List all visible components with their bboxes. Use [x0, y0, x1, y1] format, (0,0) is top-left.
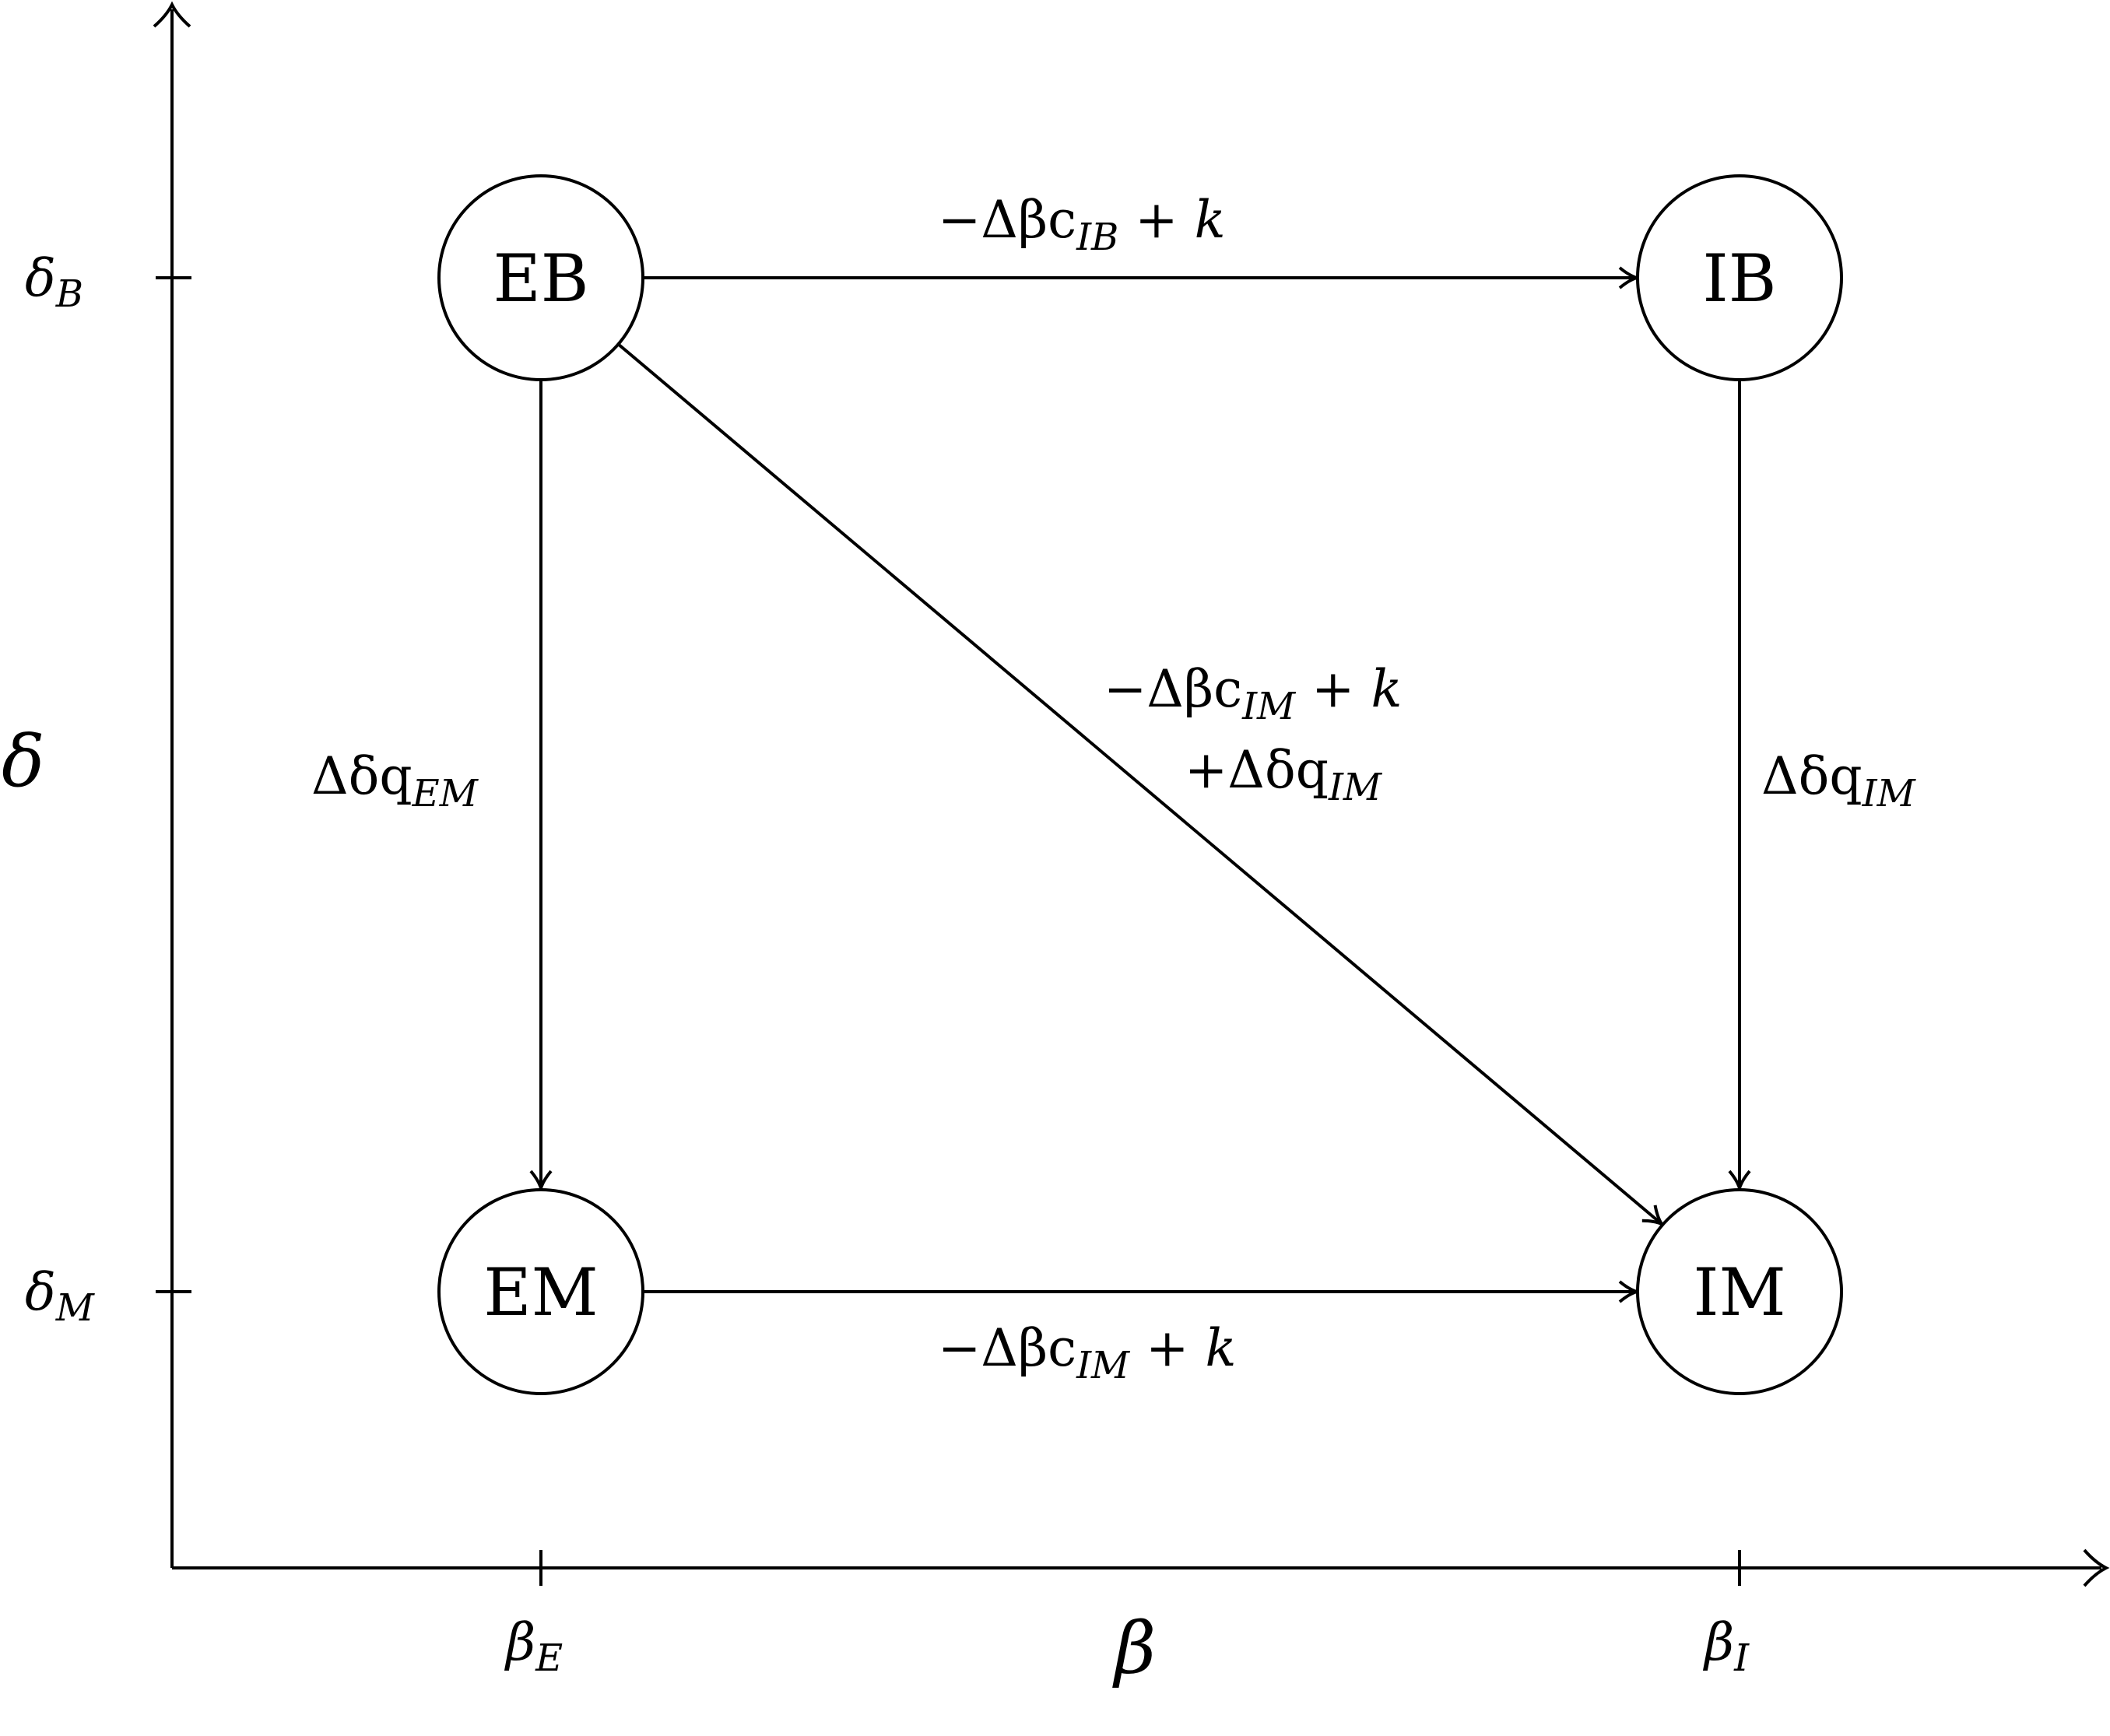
edge-label-eb-im-line1: −ΔβcIM + k [1104, 659, 1402, 728]
node-eb: EB [437, 174, 644, 381]
x-tick-label-beta-e: βE [504, 1612, 563, 1680]
y-axis-label: δ [2, 720, 44, 803]
y-tick-label-delta-m: δM [25, 1262, 96, 1330]
node-ib-label: IB [1703, 240, 1777, 317]
x-axis-arrowhead [2083, 1548, 2110, 1587]
y-axis-arrowhead [153, 1, 191, 28]
node-ib: IB [1636, 174, 1843, 381]
edge-label-eb-im-line2: +ΔδqIM [1185, 740, 1383, 809]
x-axis-label: β [1112, 1607, 1156, 1690]
node-eb-label: EB [493, 240, 588, 317]
edge-eb-to-im [616, 342, 1662, 1224]
node-im: IM [1636, 1188, 1843, 1395]
edge-label-eb-ib: −ΔβcIB + k [938, 190, 1226, 259]
node-em: EM [437, 1188, 644, 1395]
y-tick-label-delta-b: δB [25, 248, 83, 316]
edge-label-eb-em: ΔδqEM [311, 746, 479, 815]
x-tick-label-beta-i: βI [1702, 1612, 1750, 1680]
edge-label-em-im: −ΔβcIM + k [938, 1318, 1236, 1387]
node-em-label: EM [483, 1254, 598, 1331]
node-im-label: IM [1693, 1254, 1785, 1331]
edge-label-ib-im: ΔδqIM [1761, 746, 1917, 815]
